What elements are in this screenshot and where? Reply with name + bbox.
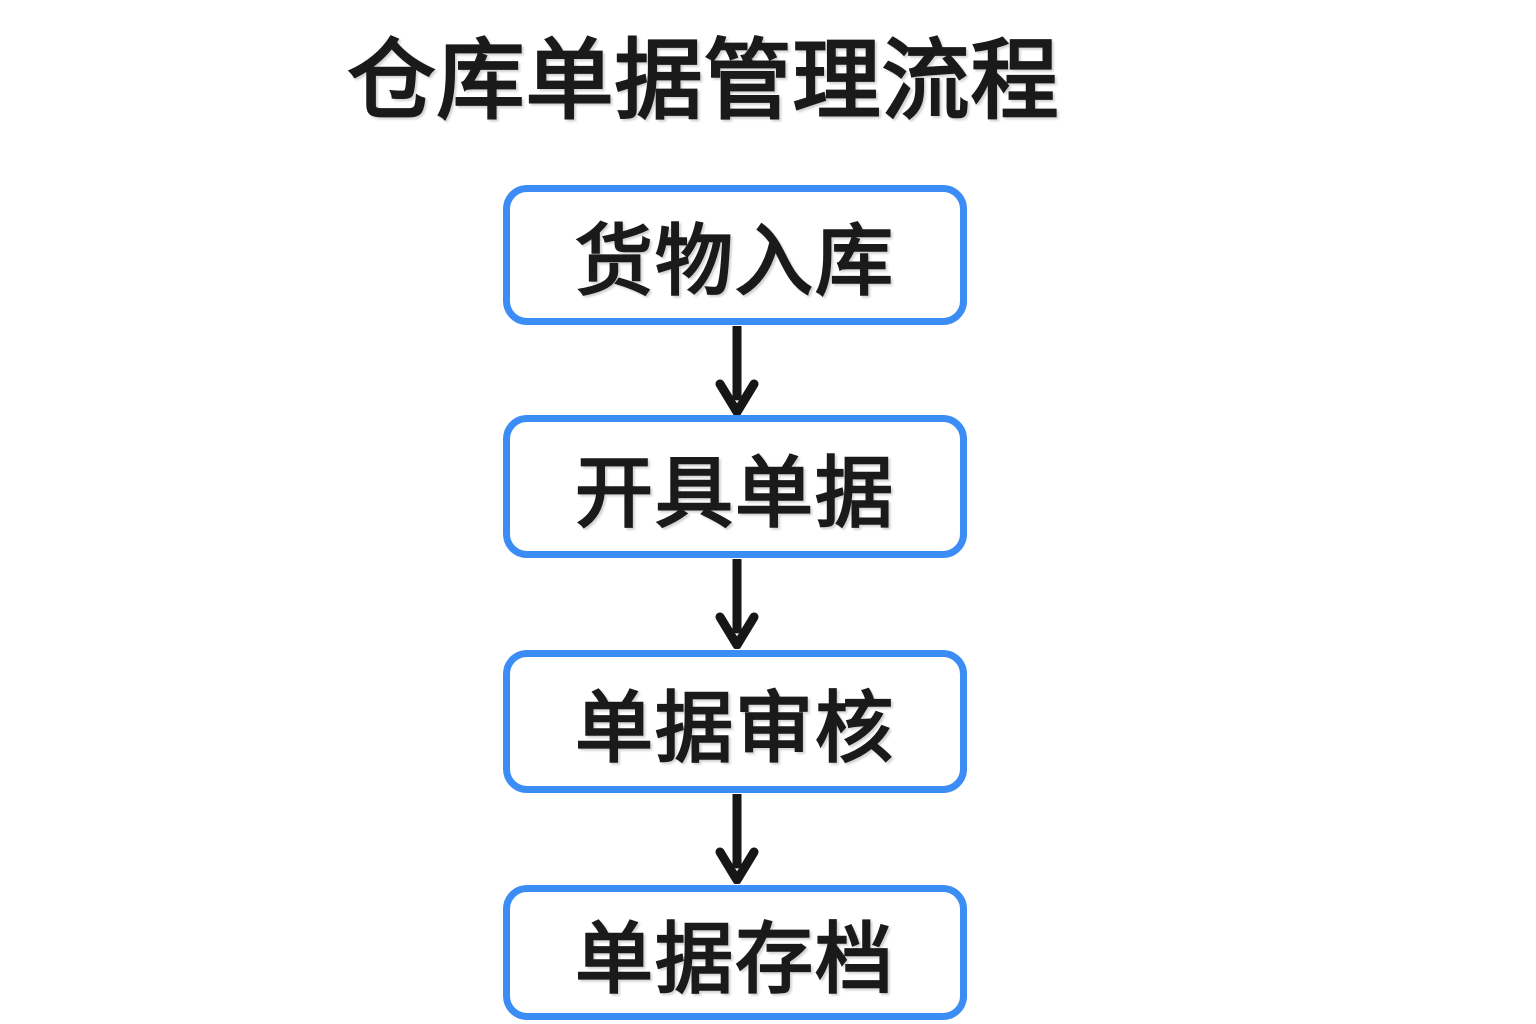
flow-node-label: 单据审核 <box>574 683 895 772</box>
flow-node-label: 货物入库 <box>574 217 895 305</box>
flow-node-label: 单据存档 <box>574 914 895 1003</box>
arrow-down-icon <box>707 794 767 884</box>
flow-node-goods-inbound: 货物入库 <box>503 185 967 325</box>
diagram-title: 仓库单据管理流程 <box>347 31 1060 130</box>
arrow-down-icon <box>707 326 767 416</box>
flow-node-document-review: 单据审核 <box>503 650 967 793</box>
flow-node-issue-document: 开具单据 <box>503 415 967 558</box>
arrow-down-icon <box>707 559 767 649</box>
flow-node-document-archive: 单据存档 <box>503 885 967 1020</box>
flow-node-label: 开具单据 <box>574 448 895 537</box>
